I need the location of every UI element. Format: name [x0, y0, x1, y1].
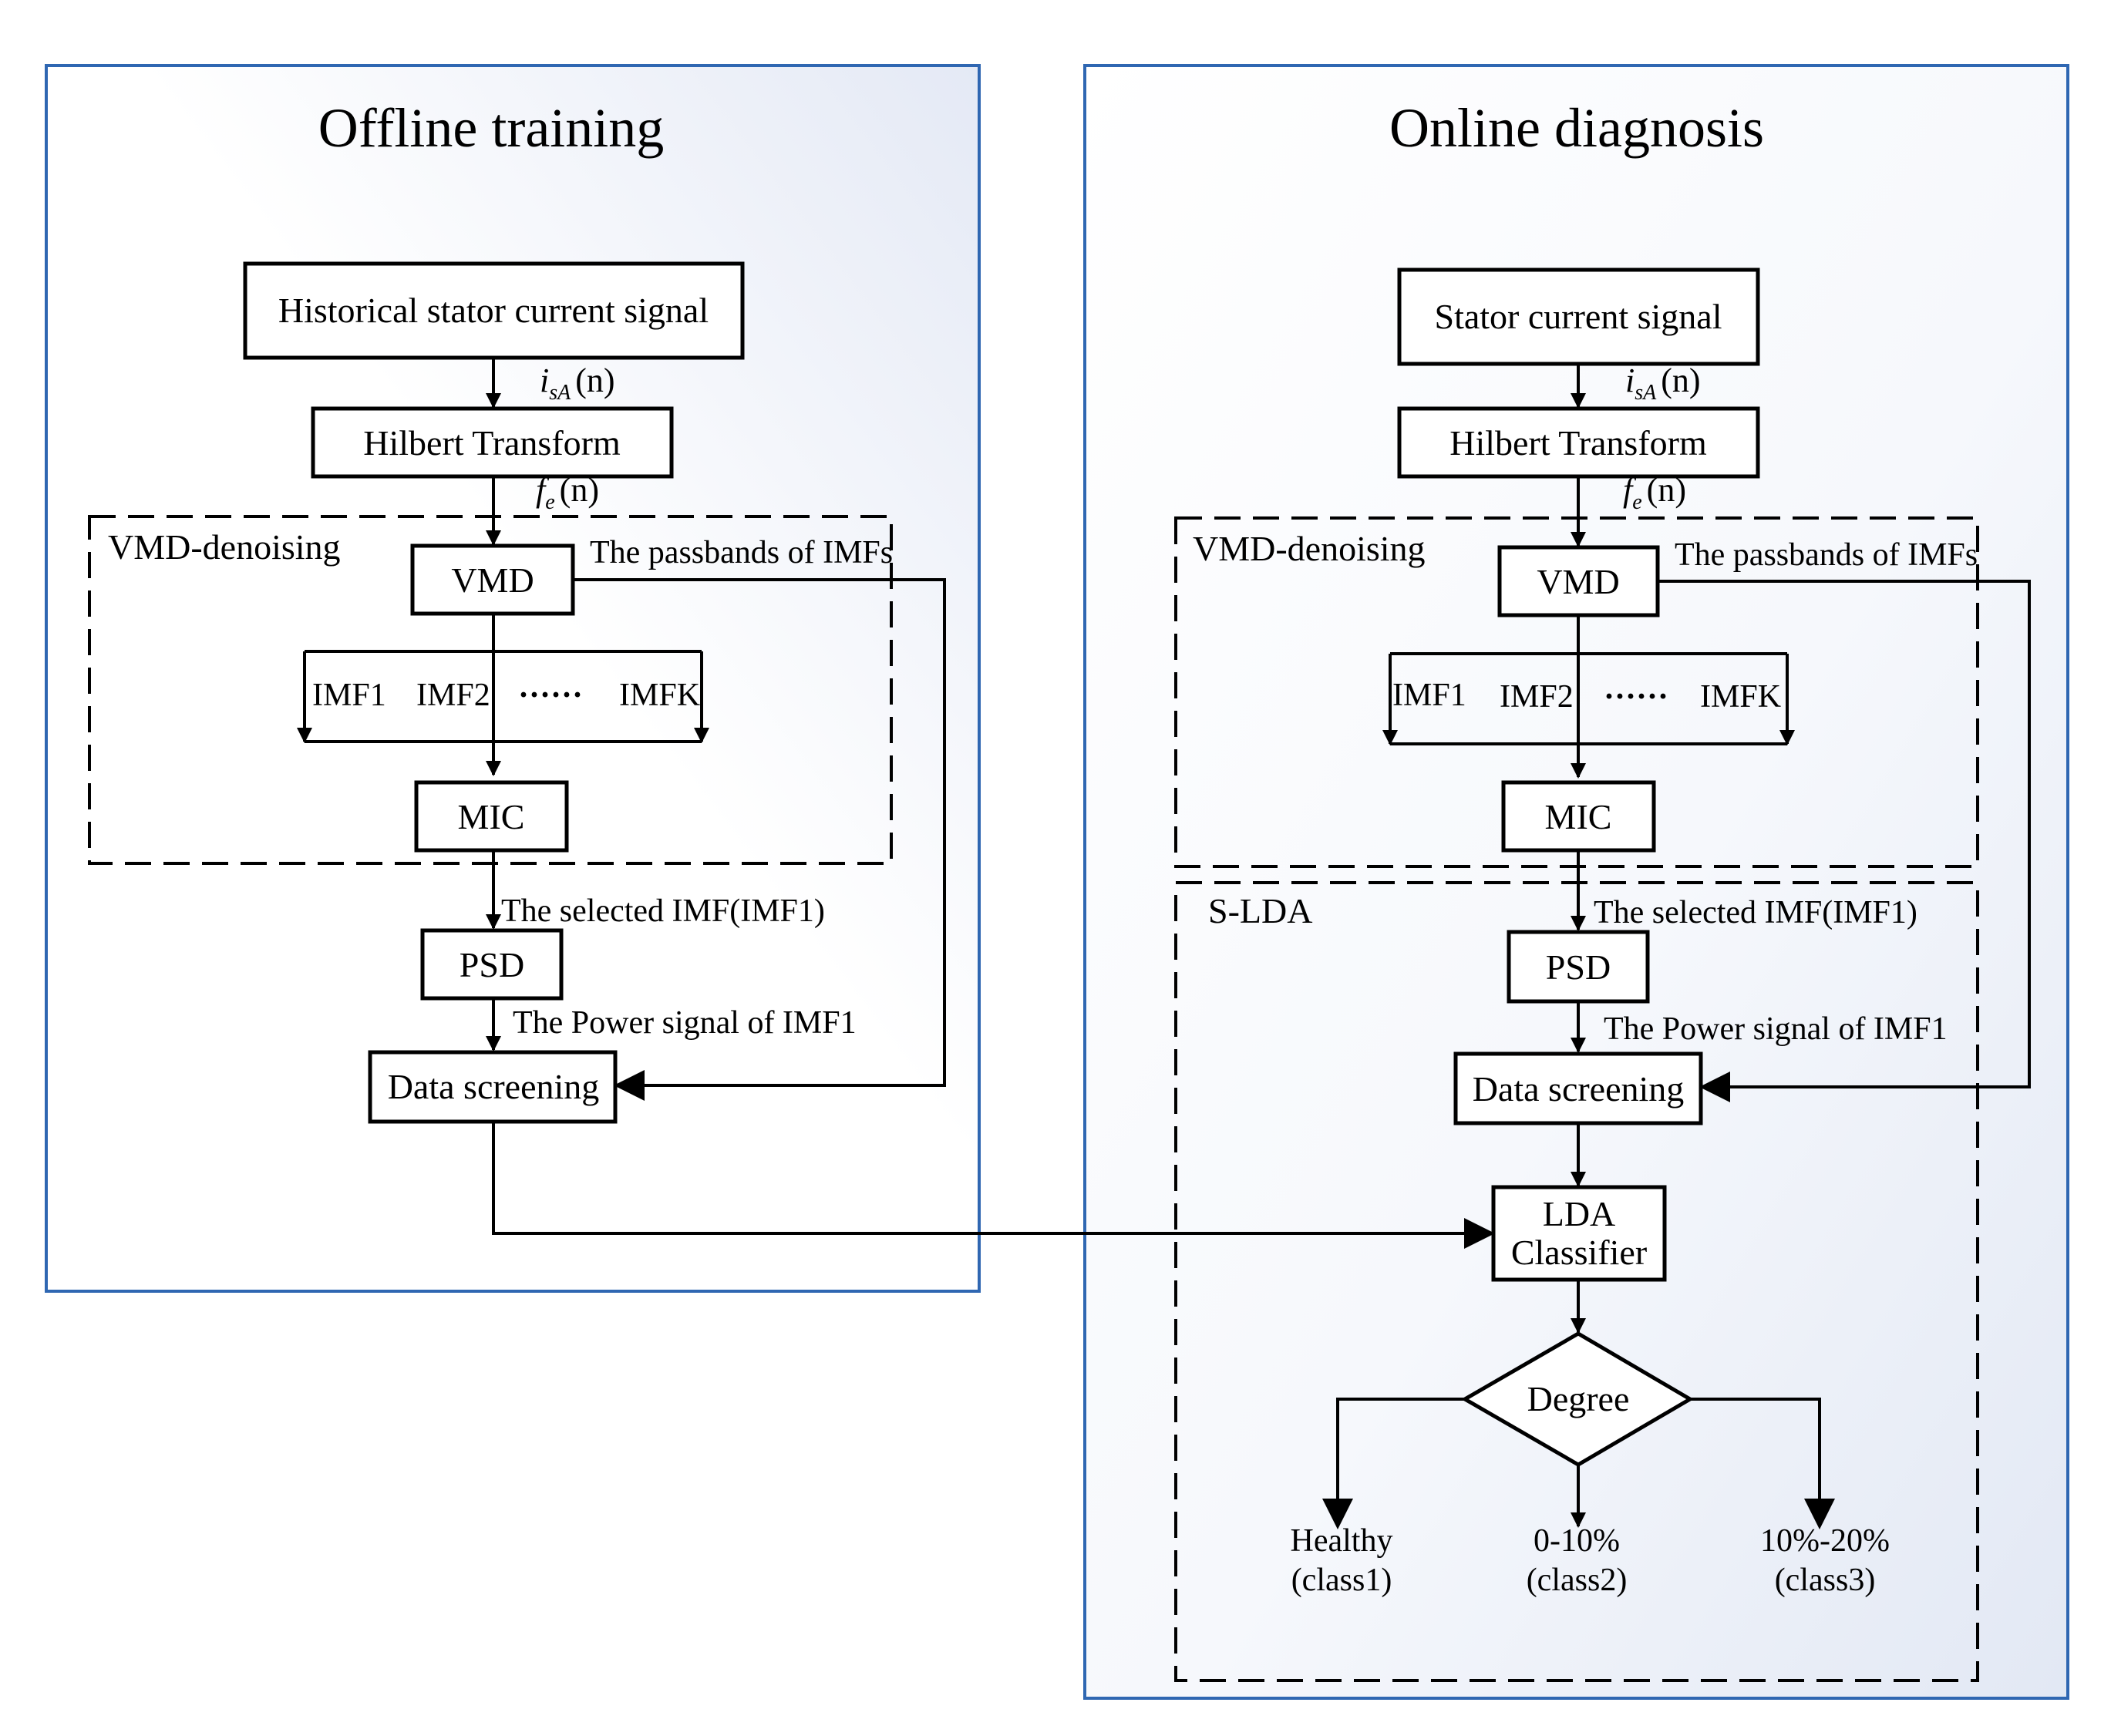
online-degree-label: Degree: [1527, 1379, 1630, 1418]
offline-passbands-label: The passbands of IMFs: [590, 535, 893, 570]
offline-passbands-loop: [573, 578, 946, 1101]
offline-vmd-group: [88, 515, 893, 865]
online-dots-label: ······: [1604, 679, 1668, 715]
offline-vmd-group-label: VMD-denoising: [108, 527, 341, 567]
online-arrow-degree-healthy: [1322, 1398, 1465, 1529]
online-passbands-label: The passbands of IMFs: [1675, 537, 1978, 573]
online-output-class3-line1: 10%-20%: [1760, 1523, 1890, 1559]
offline-screening-box: [368, 1050, 618, 1124]
offline-isa-label: isA(n): [540, 362, 615, 405]
online-imf1-label: IMF1: [1392, 678, 1466, 713]
online-psd-label: PSD: [1546, 947, 1611, 987]
offline-source-label: Historical stator current signal: [278, 291, 709, 330]
online-slda-group-label: S-LDA: [1208, 891, 1312, 930]
offline-mic-label: MIC: [458, 797, 525, 836]
offline-imf2-label: IMF2: [416, 678, 490, 713]
online-hilbert-label: Hilbert Transform: [1449, 423, 1707, 463]
online-vmd-label: VMD: [1537, 562, 1619, 601]
online-imf2-label: IMF2: [1500, 679, 1574, 715]
offline-psd-box: [420, 928, 564, 1001]
online-vmd-group-label: VMD-denoising: [1193, 529, 1426, 568]
offline-power-signal-label: The Power signal of IMF1: [513, 1005, 857, 1041]
online-isa-label: isA(n): [1625, 362, 1701, 405]
online-lda-label-2: Classifier: [1511, 1233, 1647, 1272]
online-passbands-loop: [1658, 580, 2031, 1102]
offline-fe-label: fe(n): [536, 471, 599, 514]
offline-imfk-label: IMFK: [619, 678, 700, 713]
offline-source-box: [243, 261, 745, 360]
online-selected-imf-label: The selected IMF(IMF1): [1594, 895, 1917, 930]
online-output-class3-line2: (class3): [1775, 1563, 1876, 1598]
online-imfk-label: IMFK: [1700, 679, 1781, 715]
online-psd-box: [1507, 930, 1650, 1004]
online-source-label: Stator current signal: [1434, 297, 1722, 336]
offline-hilbert-label: Hilbert Transform: [363, 423, 621, 463]
online-output-class2-line1: 0-10%: [1534, 1523, 1620, 1559]
online-screening-box: [1453, 1051, 1703, 1125]
offline-vmd-box: [410, 543, 575, 616]
offline-dots-label: ······: [518, 678, 583, 713]
offline-selected-imf-label: The selected IMF(IMF1): [501, 893, 825, 929]
offline-mic-box: [414, 780, 569, 853]
online-output-class2-line2: (class2): [1527, 1563, 1628, 1598]
online-title: Online diagnosis: [1389, 97, 1764, 159]
offline-vmd-label: VMD: [451, 560, 534, 600]
online-mic-label: MIC: [1545, 797, 1612, 836]
online-lda-box: [1491, 1185, 1667, 1282]
offline-title: Offline training: [318, 97, 665, 159]
online-output-healthy-line1: Healthy: [1291, 1523, 1393, 1559]
offline-to-lda-connector: [492, 1122, 1495, 1249]
online-screening-label: Data screening: [1473, 1069, 1685, 1109]
offline-screening-label: Data screening: [388, 1067, 600, 1106]
offline-psd-label: PSD: [460, 945, 524, 984]
offline-imf1-label: IMF1: [312, 678, 386, 713]
online-output-healthy-line2: (class1): [1291, 1563, 1392, 1598]
online-power-signal-label: The Power signal of IMF1: [1604, 1011, 1948, 1047]
online-arrow-degree-class3: [1690, 1398, 1835, 1529]
online-lda-label-1: LDA: [1543, 1194, 1616, 1233]
